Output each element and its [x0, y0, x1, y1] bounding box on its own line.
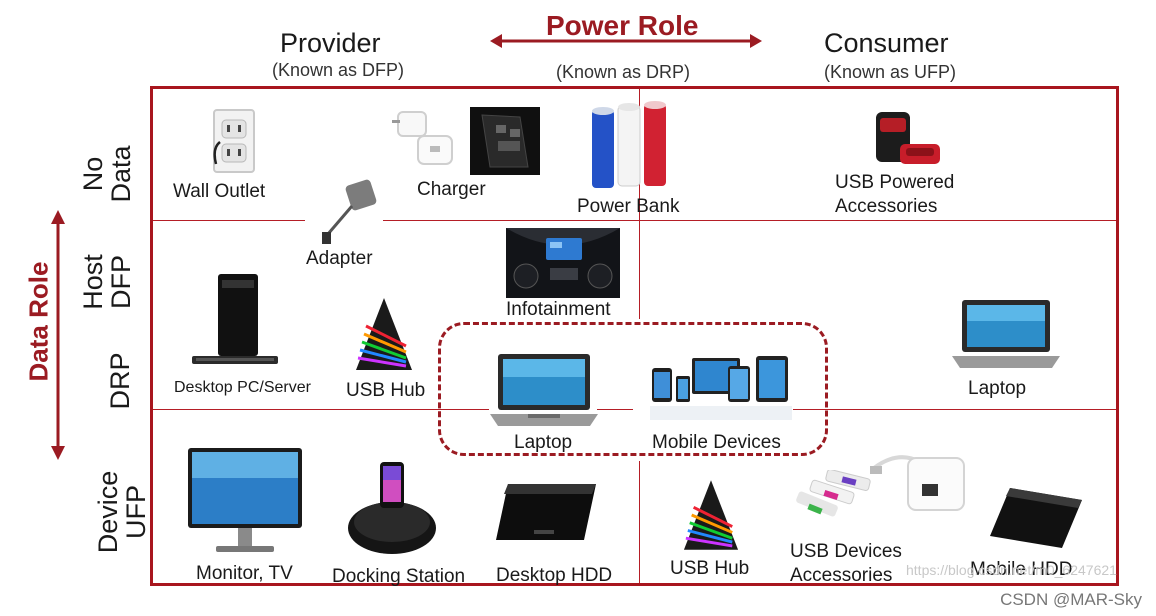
drp-subheading: (Known as DRP) — [556, 62, 691, 82]
mobile-hdd-label: Mobile HDD — [970, 559, 1073, 580]
row-no-data-label: No Data — [78, 119, 136, 229]
desktop-pc-label: Desktop PC/Server — [174, 379, 311, 396]
row-drp-label: DRP — [105, 326, 135, 436]
consumer-heading: Consumer — [824, 28, 949, 58]
laptop-consumer-icon — [952, 300, 1060, 368]
mobile-devices-label: Mobile Devices — [652, 432, 781, 453]
grid-line-no-data-b — [383, 220, 1116, 221]
power-bank-icon — [592, 101, 666, 188]
docking-station-icon — [348, 462, 436, 554]
mobile-devices-icon — [650, 356, 792, 420]
adapter-label: Adapter — [306, 248, 373, 269]
row-device-label: Device UFP — [93, 442, 151, 582]
provider-subheading: (Known as DFP) — [272, 60, 405, 80]
row-host-line2: DFP — [106, 255, 136, 309]
row-device-line2: UFP — [121, 485, 151, 539]
row-no-data-line2: Data — [106, 145, 136, 203]
usb-powered-label-1: USB Powered — [835, 172, 955, 193]
charger-label: Charger — [417, 179, 486, 200]
desktop-hdd-icon — [496, 484, 596, 540]
laptop-drp-icon — [490, 354, 598, 426]
mobile-hdd-icon — [990, 488, 1082, 548]
laptop-drp-label: Laptop — [514, 432, 573, 453]
row-no-data-line1: No — [78, 156, 108, 192]
grid-line-device-a — [153, 409, 489, 410]
usb-devices-label-2: Accessories — [790, 565, 893, 586]
adapter-icon — [322, 179, 377, 244]
row-host-label: Host DFP — [78, 227, 136, 337]
row-device-line1: Device — [93, 470, 123, 554]
row-drp-line1: DRP — [105, 352, 135, 410]
usb-devices-label-1: USB Devices — [790, 541, 902, 562]
infotainment-icon — [506, 228, 620, 298]
docking-station-label: Docking Station — [332, 566, 466, 587]
charger-icon — [392, 111, 453, 165]
role-matrix-frame — [150, 86, 1119, 586]
power-role-arrow — [490, 34, 762, 48]
usb-hub-ufp-icon — [683, 480, 739, 550]
monitor-tv-icon — [188, 448, 302, 552]
usb-hub-drp-icon — [356, 298, 412, 370]
grid-line-no-data-a — [153, 220, 305, 221]
faint-watermark: https://blog.csdn.net/m0_6247621 — [906, 562, 1117, 578]
laptop-consumer-label: Laptop — [968, 378, 1027, 399]
grid-line-center-b — [639, 461, 640, 583]
usb-hub-drp-label: USB Hub — [346, 380, 426, 401]
usb-powered-label-2: Accessories — [835, 196, 938, 217]
desktop-pc-icon — [192, 274, 278, 364]
usb-powered-accessory-icon — [876, 112, 940, 164]
power-role-title: Power Role — [546, 10, 699, 41]
usb-network-adapter-icon — [870, 455, 965, 511]
grid-line-device-b — [597, 409, 633, 410]
data-role-label: Data Role — [23, 261, 54, 382]
usb-hub-ufp-label: USB Hub — [670, 558, 750, 579]
data-role-arrow — [51, 210, 65, 460]
power-bank-label: Power Bank — [577, 196, 680, 217]
car-charger-icon — [470, 107, 540, 175]
monitor-tv-label: Monitor, TV — [196, 563, 293, 584]
drp-dual-role-box — [438, 322, 828, 456]
usb-devices-icon — [796, 470, 871, 517]
wall-outlet-label: Wall Outlet — [173, 181, 266, 202]
grid-line-device-c — [793, 409, 1116, 410]
provider-heading: Provider — [280, 28, 381, 58]
csdn-watermark: CSDN @MAR-Sky — [1000, 590, 1142, 609]
wall-outlet-icon — [213, 109, 255, 173]
row-host-line1: Host — [78, 254, 108, 310]
desktop-hdd-label: Desktop HDD — [496, 565, 613, 586]
infotainment-label: Infotainment — [506, 299, 611, 320]
grid-line-center-a — [639, 89, 640, 319]
consumer-subheading: (Known as UFP) — [824, 62, 957, 82]
